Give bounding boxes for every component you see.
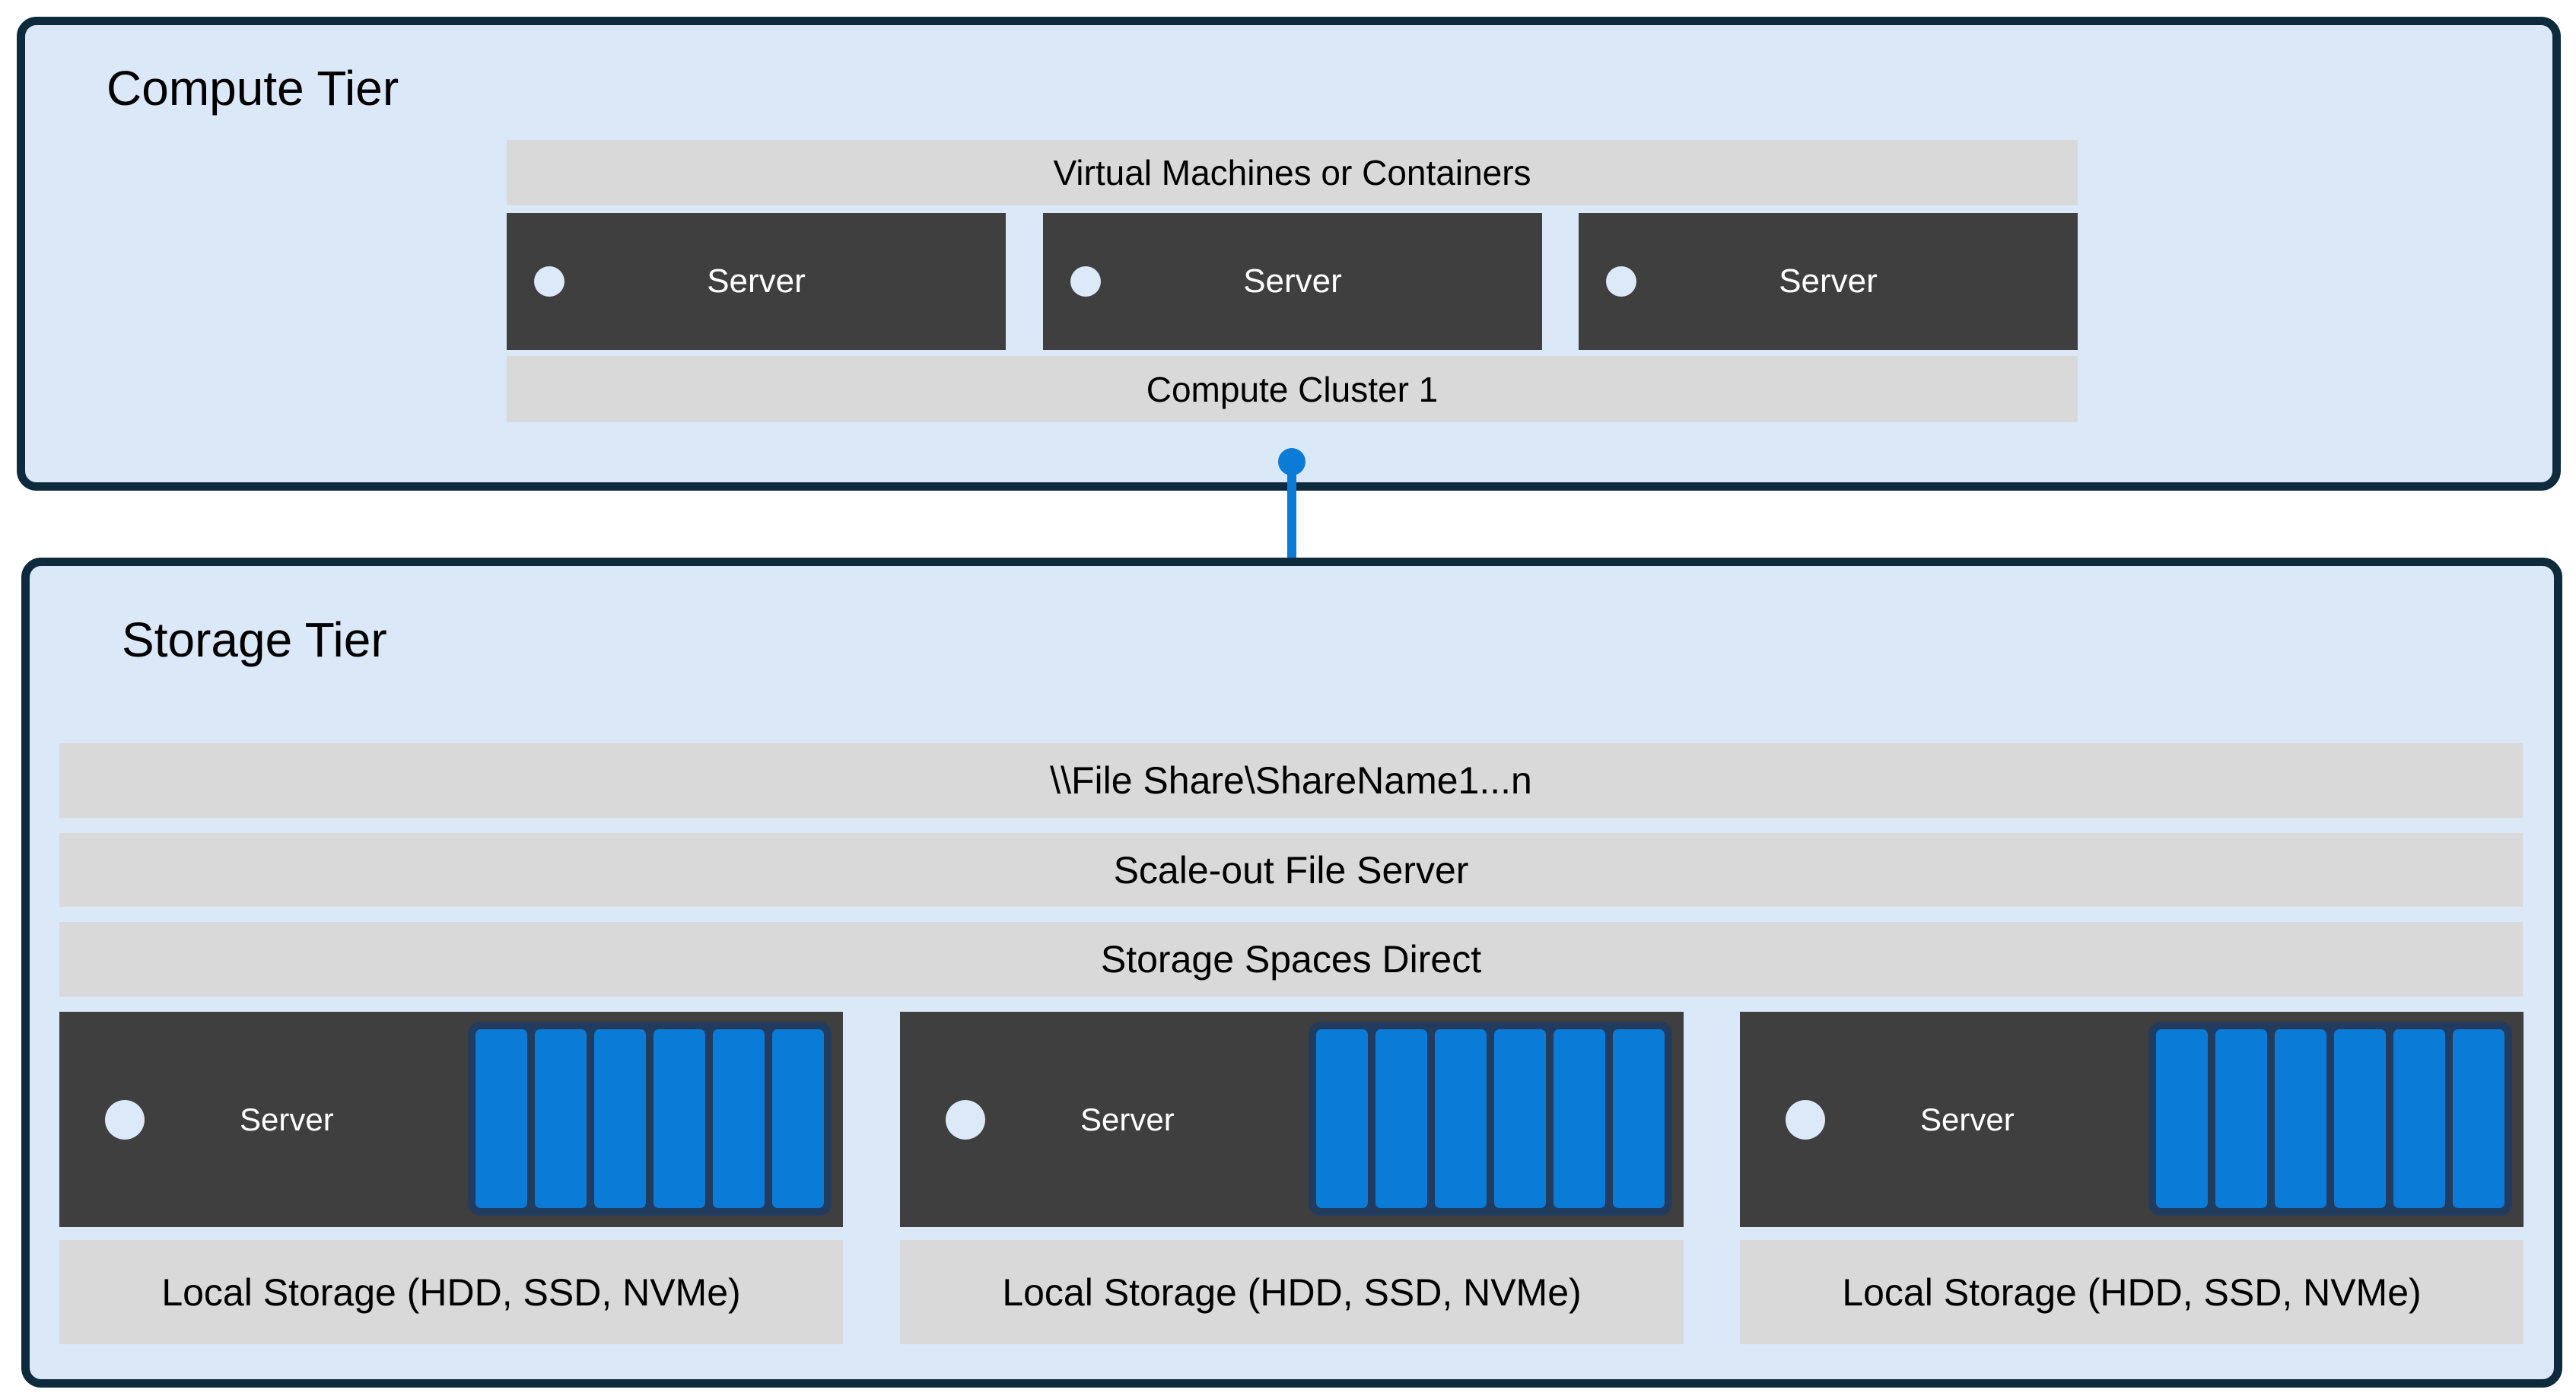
- storage-server-1-label: Server: [240, 1101, 334, 1137]
- storage-tier-box: Storage Tier \\File Share\ShareName1...n…: [21, 558, 2562, 1388]
- compute-server-1: Server: [507, 213, 1006, 350]
- local-storage-bar-1: Local Storage (HDD, SSD, NVMe): [59, 1240, 843, 1344]
- disk-icon: [2453, 1029, 2504, 1208]
- server-power-dot-icon: [946, 1099, 985, 1140]
- compute-server-1-label: Server: [707, 262, 806, 300]
- disk-icon: [1613, 1029, 1665, 1208]
- disk-icon: [1435, 1029, 1487, 1208]
- server-power-dot-icon: [1606, 266, 1636, 297]
- disk-icon: [2156, 1029, 2208, 1208]
- server-power-dot-icon: [534, 266, 564, 297]
- disk-icon: [475, 1029, 527, 1208]
- compute-tier-title: Compute Tier: [107, 61, 399, 116]
- server-power-dot-icon: [1070, 266, 1101, 297]
- disk-icon: [713, 1029, 765, 1208]
- compute-server-2: Server: [1043, 213, 1542, 350]
- compute-server-3-label: Server: [1779, 262, 1878, 300]
- disk-icon: [594, 1029, 646, 1208]
- disk-icon: [1554, 1029, 1605, 1208]
- local-storage-bar-3: Local Storage (HDD, SSD, NVMe): [1740, 1240, 2524, 1344]
- local-storage-label-1: Local Storage (HDD, SSD, NVMe): [161, 1270, 741, 1314]
- storage-server-2: Server: [900, 1012, 1684, 1227]
- disk-icon: [2275, 1029, 2326, 1208]
- virtual-machines-label: Virtual Machines or Containers: [1053, 153, 1531, 192]
- disk-icon: [2393, 1029, 2445, 1208]
- server-power-dot-icon: [1786, 1099, 1825, 1140]
- scale-out-file-server-bar: Scale-out File Server: [59, 833, 2523, 907]
- storage-server-3-label: Server: [1920, 1101, 2015, 1137]
- scale-out-file-server-label: Scale-out File Server: [1113, 848, 1469, 892]
- virtual-machines-bar: Virtual Machines or Containers: [507, 140, 2078, 205]
- disk-array: [2148, 1022, 2512, 1216]
- compute-server-2-label: Server: [1243, 262, 1342, 300]
- compute-tier-box: Compute Tier Virtual Machines or Contain…: [17, 17, 2561, 491]
- local-storage-label-2: Local Storage (HDD, SSD, NVMe): [1002, 1270, 1582, 1314]
- compute-cluster-bar: Compute Cluster 1: [507, 356, 2078, 422]
- disk-icon: [2334, 1029, 2386, 1208]
- local-storage-bar-2: Local Storage (HDD, SSD, NVMe): [900, 1240, 1684, 1344]
- disk-icon: [772, 1029, 824, 1208]
- file-share-bar: \\File Share\ShareName1...n: [59, 743, 2523, 818]
- server-power-dot-icon: [105, 1099, 145, 1140]
- disk-array: [1309, 1022, 1672, 1216]
- disk-icon: [1316, 1029, 1368, 1208]
- disk-icon: [1494, 1029, 1546, 1208]
- disk-icon: [2215, 1029, 2267, 1208]
- storage-spaces-direct-label: Storage Spaces Direct: [1100, 938, 1482, 981]
- local-storage-label-3: Local Storage (HDD, SSD, NVMe): [1842, 1270, 2422, 1314]
- file-share-label: \\File Share\ShareName1...n: [1050, 759, 1532, 802]
- disk-icon: [654, 1029, 705, 1208]
- disk-icon: [535, 1029, 587, 1208]
- disk-array: [468, 1022, 832, 1216]
- compute-cluster-label: Compute Cluster 1: [1146, 369, 1439, 409]
- compute-server-3: Server: [1579, 213, 2078, 350]
- storage-server-1: Server: [59, 1012, 843, 1227]
- storage-tier-title: Storage Tier: [122, 612, 387, 667]
- disk-icon: [1375, 1029, 1427, 1208]
- connector-endpoint-dot-top: [1278, 448, 1305, 475]
- storage-server-2-label: Server: [1080, 1101, 1175, 1137]
- storage-server-3: Server: [1740, 1012, 2524, 1227]
- storage-spaces-direct-bar: Storage Spaces Direct: [59, 922, 2523, 997]
